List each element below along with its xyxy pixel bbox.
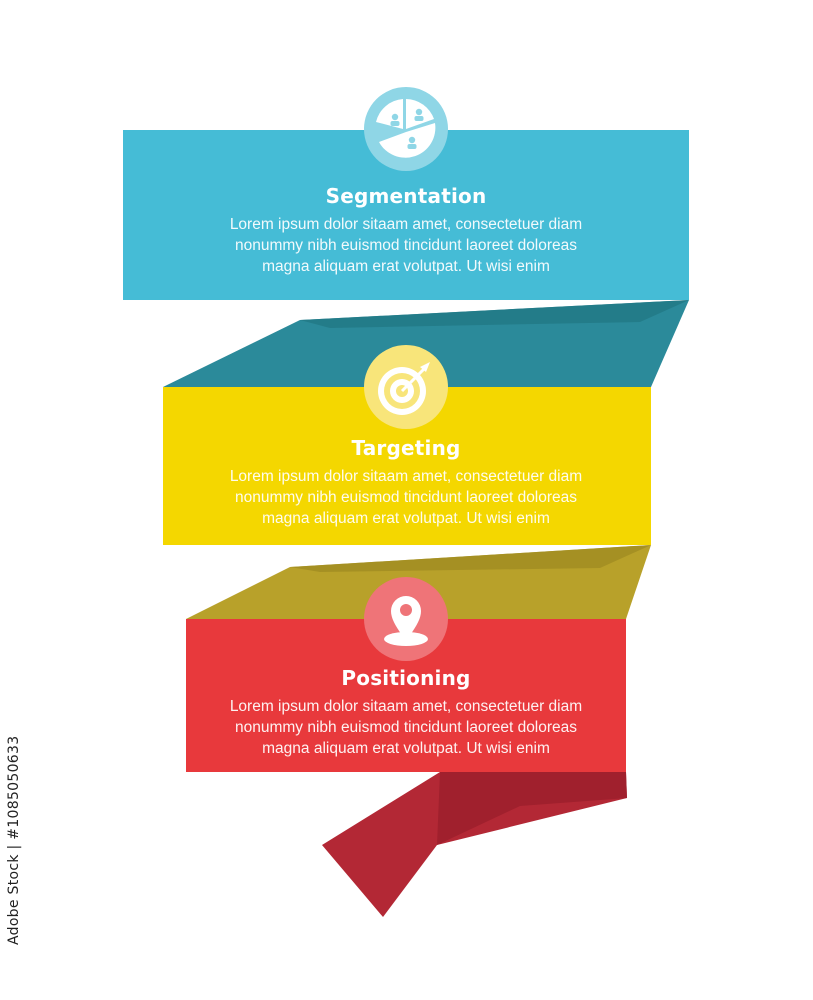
- description-line: nonummy nibh euismod tincidunt laoreet d…: [234, 489, 578, 506]
- step-description: Lorem ipsum dolor sitaam amet, consectet…: [123, 466, 689, 529]
- description-line: nonummy nibh euismod tincidunt laoreet d…: [234, 237, 578, 254]
- description-line: nonummy nibh euismod tincidunt laoreet d…: [234, 719, 578, 736]
- step-title: Targeting: [351, 436, 461, 460]
- ribbon-tail-shade: [437, 772, 627, 845]
- step-targeting: Targeting Lorem ipsum dolor sitaam amet,…: [123, 387, 689, 545]
- pie-chart-people-icon: [364, 87, 448, 171]
- description-line: magna aliquam erat volutpat. Ut wisi eni…: [262, 510, 550, 527]
- step-positioning: Positioning Lorem ipsum dolor sitaam ame…: [123, 619, 689, 772]
- stock-id-label: Adobe Stock | #1085050633: [6, 735, 22, 945]
- step-description: Lorem ipsum dolor sitaam amet, consectet…: [123, 214, 689, 277]
- ribbon-fold-blue-shade: [300, 300, 689, 328]
- step-title: Positioning: [341, 666, 471, 690]
- ribbon-tail: [322, 772, 627, 917]
- description-line: magna aliquam erat volutpat. Ut wisi eni…: [262, 740, 550, 757]
- step-segmentation: Segmentation Lorem ipsum dolor sitaam am…: [123, 130, 689, 300]
- description-line: Lorem ipsum dolor sitaam amet, consectet…: [229, 468, 583, 485]
- step-title: Segmentation: [325, 184, 487, 208]
- step-description: Lorem ipsum dolor sitaam amet, consectet…: [123, 696, 689, 759]
- description-line: magna aliquam erat volutpat. Ut wisi eni…: [262, 258, 550, 275]
- location-pin-icon: [364, 577, 448, 661]
- ribbon-fold-yellow-shade: [290, 545, 651, 572]
- target-icon: [364, 345, 448, 429]
- description-line: Lorem ipsum dolor sitaam amet, consectet…: [229, 698, 583, 715]
- description-line: Lorem ipsum dolor sitaam amet, consectet…: [229, 216, 583, 233]
